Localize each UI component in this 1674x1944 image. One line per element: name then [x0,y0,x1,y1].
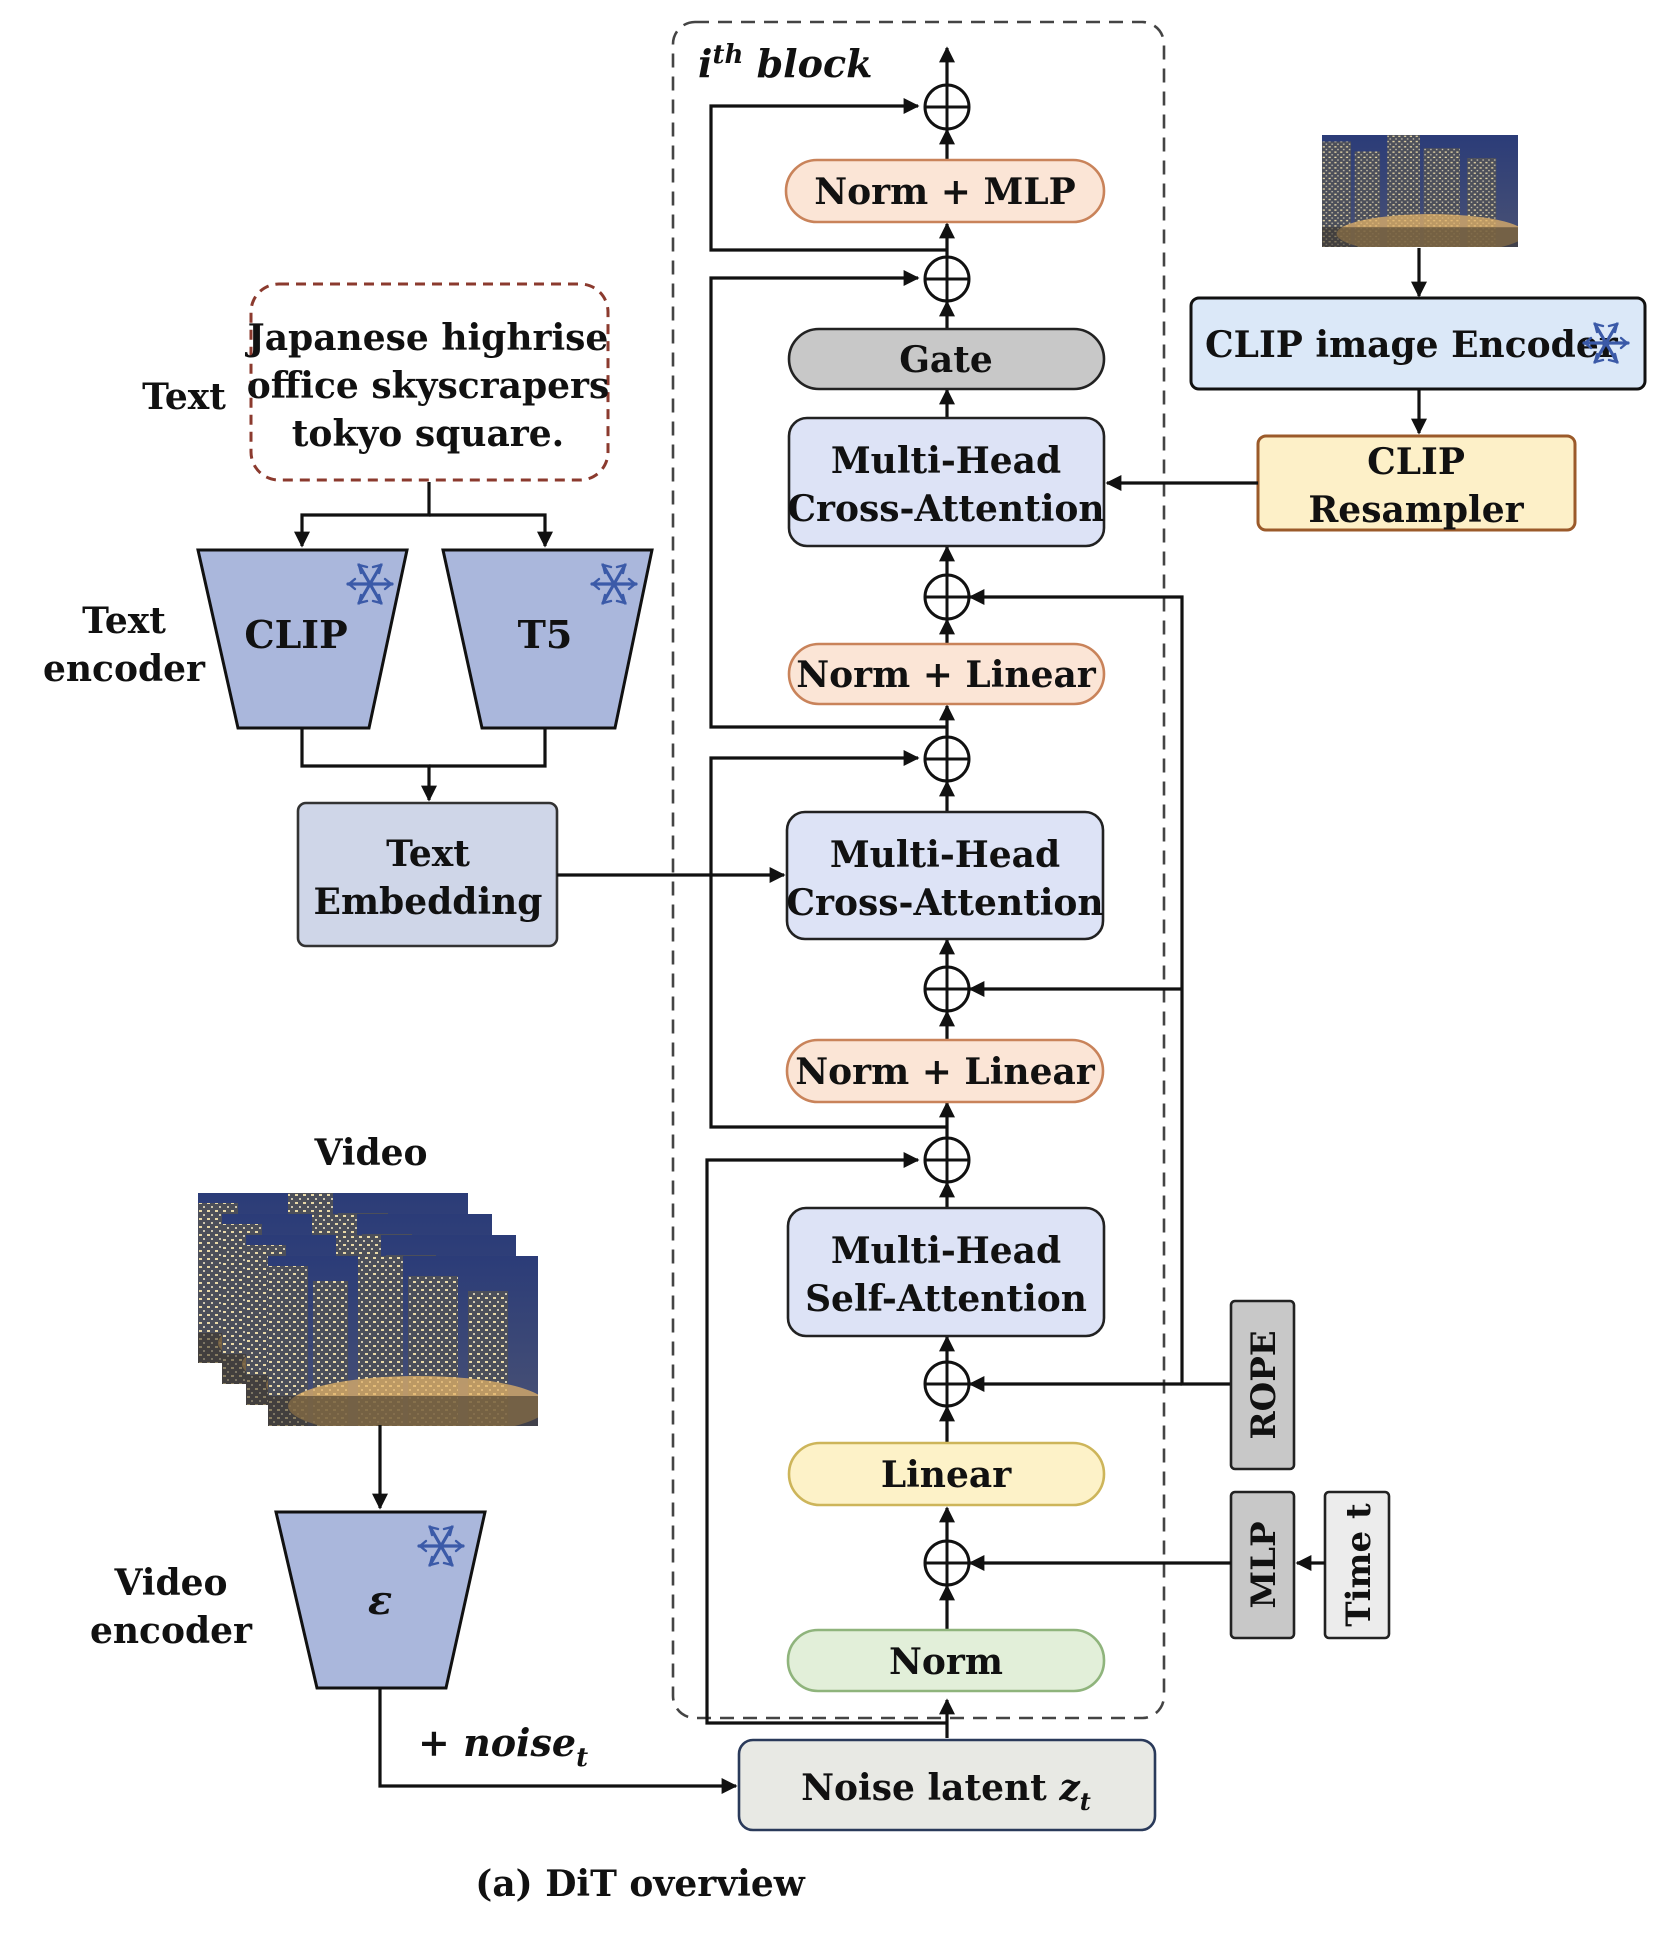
add-node-time [923,1539,971,1587]
svg-text:Multi-Head: Multi-Head [830,834,1060,876]
time-box: Time t [1323,1490,1391,1640]
add-node-rope-self [923,1360,971,1408]
clip-text-encoder: CLIP [196,548,409,730]
svg-text:Norm + MLP: Norm + MLP [814,171,1075,213]
clip-resampler-box: CLIP Resampler [1256,434,1577,532]
arrow-encoder-to-noise-latent [378,1688,738,1794]
add-node-rope-image [923,573,971,621]
svg-text:MLP: MLP [1244,1521,1284,1608]
arrow-clip-to-embedding [300,728,437,802]
svg-text:Resampler: Resampler [1308,489,1524,531]
rope-box: ROPE [1229,1299,1296,1471]
noise-latent-box: Noise latent zt [737,1738,1157,1832]
residual-skip-cross-attention-image [709,270,947,729]
add-node-rope-text [923,965,971,1013]
cross-attention-image-box: Multi-Head Cross-Attention [787,416,1106,548]
connector-t5-to-embedding [429,728,547,768]
clip-image-encoder-box: CLIP image Encoder [1189,296,1647,391]
residual-skip-self-attention [705,1152,947,1725]
svg-text:ε: ε [368,1577,392,1624]
norm-box: Norm [786,1628,1106,1693]
svg-text:Gate: Gate [899,339,993,381]
video-encoder-label-line1: Video [113,1562,227,1604]
svg-text:Cross-Attention: Cross-Attention [787,488,1104,530]
norm-linear-top-box: Norm + Linear [787,642,1106,706]
svg-text:Self-Attention: Self-Attention [805,1278,1087,1320]
svg-text:CLIP: CLIP [1367,441,1465,483]
svg-text:Time t: Time t [1339,1503,1379,1627]
video-encoder: ε [274,1510,487,1690]
arrow-prompt-to-t5 [429,513,553,548]
add-node-output [923,83,971,131]
svg-text:office skyscrapers: office skyscrapers [247,365,610,407]
reference-image [1322,135,1518,247]
video-section-label: Video [313,1132,427,1174]
svg-text:Norm + Linear: Norm + Linear [795,1051,1096,1093]
text-section-label: Text [142,376,226,418]
noise-label: + noiset [418,1720,588,1773]
svg-text:Multi-Head: Multi-Head [831,440,1061,482]
svg-text:Norm + Linear: Norm + Linear [796,654,1097,696]
svg-text:Cross-Attention: Cross-Attention [786,882,1103,924]
video-frames-stack [198,1193,538,1426]
video-encoder-label-line2: encoder [90,1610,253,1652]
norm-mlp-box: Norm + MLP [784,158,1106,224]
norm-linear-bottom-box: Norm + Linear [785,1038,1105,1104]
text-embedding-box: Text Embedding [296,801,559,948]
svg-text:ROPE: ROPE [1244,1330,1284,1439]
block-container [671,20,1166,1720]
svg-text:Text: Text [386,833,470,875]
residual-skip-mlp [709,98,947,252]
add-node-gate-residual [923,255,971,303]
gate-box: Gate [787,327,1106,391]
svg-text:CLIP image Encoder: CLIP image Encoder [1205,324,1619,366]
svg-text:CLIP: CLIP [244,612,347,657]
svg-text:tokyo square.: tokyo square. [292,413,564,455]
text-encoder-label-line1: Text [82,600,166,642]
text-encoder-label-line2: encoder [43,648,206,690]
cross-attention-text-box: Multi-Head Cross-Attention [785,810,1105,941]
svg-text:Multi-Head: Multi-Head [831,1230,1061,1272]
t5-text-encoder: T5 [441,548,654,730]
self-attention-box: Multi-Head Self-Attention [786,1206,1106,1338]
svg-text:Japanese highrise: Japanese highrise [245,317,609,359]
svg-text:T5: T5 [518,612,573,657]
svg-text:Embedding: Embedding [314,881,543,923]
text-prompt-box: Japanese highrise office skyscrapers tok… [245,282,610,482]
add-node-text-residual [923,735,971,783]
svg-text:Linear: Linear [881,1454,1012,1496]
add-node-self-residual [923,1136,971,1184]
arrow-prompt-to-clip [294,482,431,548]
figure-caption: (a) DiT overview [475,1863,805,1905]
svg-text:Norm: Norm [889,1641,1003,1683]
svg-text:Noise latent zt: Noise latent zt [801,1767,1091,1816]
residual-skip-cross-attention-text [709,750,947,1129]
mlp-box: MLP [1229,1490,1296,1640]
block-title: ith block [698,40,872,86]
linear-box: Linear [787,1441,1106,1507]
